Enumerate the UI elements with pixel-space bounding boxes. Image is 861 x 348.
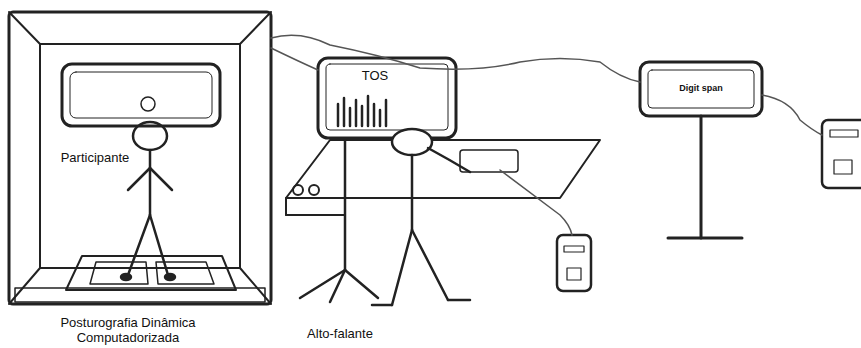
participant-label: Participante — [40, 150, 150, 165]
computer-tower — [557, 235, 591, 291]
speaker-label: Alto-falante — [280, 326, 400, 341]
participant-figure — [121, 97, 175, 280]
cable — [271, 35, 822, 235]
screen-label: TOS — [335, 68, 415, 83]
posturography-booth — [9, 12, 271, 304]
operator-desk — [286, 140, 600, 215]
screen-label: Digit span — [651, 83, 751, 93]
operator-figure — [372, 129, 470, 305]
digit-span-monitor — [640, 62, 762, 238]
device-caption: Posturografia Dinâmica Computadorizada — [13, 315, 243, 345]
speaker-tripod — [300, 140, 378, 302]
tos-monitor — [318, 58, 456, 138]
computer-tower — [822, 120, 861, 188]
